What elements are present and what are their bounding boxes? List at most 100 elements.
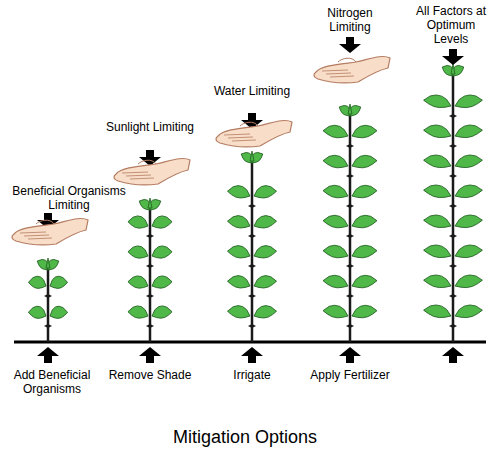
mitigation-label: Add Beneficial Organisms (4, 368, 100, 396)
thorn (150, 324, 154, 328)
finger-line (130, 178, 154, 179)
thorn (449, 174, 453, 178)
thumb-line (240, 122, 258, 126)
thorn (48, 294, 52, 298)
up-arrow (339, 347, 361, 363)
leaf (252, 304, 277, 320)
thorn (453, 234, 457, 238)
plant-stem (149, 202, 152, 342)
leaf (453, 273, 483, 290)
plant (423, 63, 483, 342)
leaf (150, 304, 172, 320)
leaf (423, 243, 453, 260)
down-arrow (339, 37, 361, 53)
thorn (449, 114, 453, 118)
up-arrow (442, 347, 464, 363)
mitigation-label: Irrigate (207, 368, 297, 382)
leaf (227, 184, 252, 200)
leaf (48, 305, 68, 320)
finger-line (326, 73, 351, 74)
leaf (346, 103, 362, 118)
caption: Mitigation Options (173, 426, 317, 448)
leaf (127, 274, 149, 290)
leaf (423, 153, 453, 170)
finger-line (122, 172, 148, 173)
mitigation-label: Remove Shade (105, 368, 195, 382)
leaf (227, 304, 252, 320)
thorn (252, 324, 256, 328)
leaf (252, 244, 277, 260)
thorn (150, 264, 154, 268)
thorn (248, 264, 252, 268)
thorn (44, 324, 48, 328)
leaf (322, 213, 349, 230)
leaf (423, 183, 453, 200)
up-arrow (37, 347, 59, 363)
ground-line (14, 341, 486, 344)
thorn (453, 174, 457, 178)
thumb-line (36, 220, 54, 224)
thorn (453, 324, 457, 328)
leaf (127, 304, 149, 320)
leaf (449, 63, 465, 78)
thorn (453, 264, 457, 268)
leaf (350, 123, 377, 140)
thorn (346, 294, 350, 298)
finger-line (20, 232, 46, 233)
leaf (127, 244, 149, 260)
thorn (150, 234, 154, 238)
thorn (346, 204, 350, 208)
thorn (449, 264, 453, 268)
pressing-hand (216, 121, 292, 147)
down-arrow (442, 49, 464, 65)
leaf (350, 183, 377, 200)
finger-line (232, 140, 256, 141)
leaf (453, 183, 483, 200)
leaf (423, 213, 453, 230)
plant (28, 257, 69, 342)
thorn (248, 204, 252, 208)
leaf (322, 123, 349, 140)
leaf (453, 123, 483, 140)
thorn (453, 144, 457, 148)
thorn (449, 324, 453, 328)
pressing-hand (12, 219, 88, 245)
thorn (252, 204, 256, 208)
thorn (146, 294, 150, 298)
leaf (44, 257, 60, 272)
leaf (453, 213, 483, 230)
thumb-line (138, 160, 156, 164)
finger-line (224, 134, 250, 135)
pressing-hand (114, 159, 190, 185)
thorn (350, 324, 354, 328)
thorn (248, 234, 252, 238)
thorn (350, 174, 354, 178)
leaf (423, 303, 453, 320)
leaf (322, 303, 349, 320)
leaf (453, 303, 483, 320)
plant-stem (349, 108, 352, 342)
finger-line (228, 137, 253, 138)
thorn (346, 264, 350, 268)
leaf (423, 273, 453, 290)
limiting-factor-label: Water Limiting (207, 84, 297, 98)
leaf (48, 275, 68, 290)
leaf (423, 123, 453, 140)
thorn (453, 294, 457, 298)
up-arrow (241, 347, 263, 363)
leaf (350, 303, 377, 320)
leaf (146, 197, 162, 212)
leaf (28, 275, 48, 290)
leaf-tip (148, 198, 152, 208)
leaf (252, 184, 277, 200)
leaf (350, 273, 377, 290)
leaf (150, 244, 172, 260)
leaf-tip (348, 104, 352, 114)
finger-line (322, 70, 348, 71)
leaf (248, 150, 264, 165)
leaf (252, 274, 277, 290)
thorn (48, 324, 52, 328)
mitigation-label: Apply Fertilizer (310, 368, 390, 382)
thorn (146, 324, 150, 328)
